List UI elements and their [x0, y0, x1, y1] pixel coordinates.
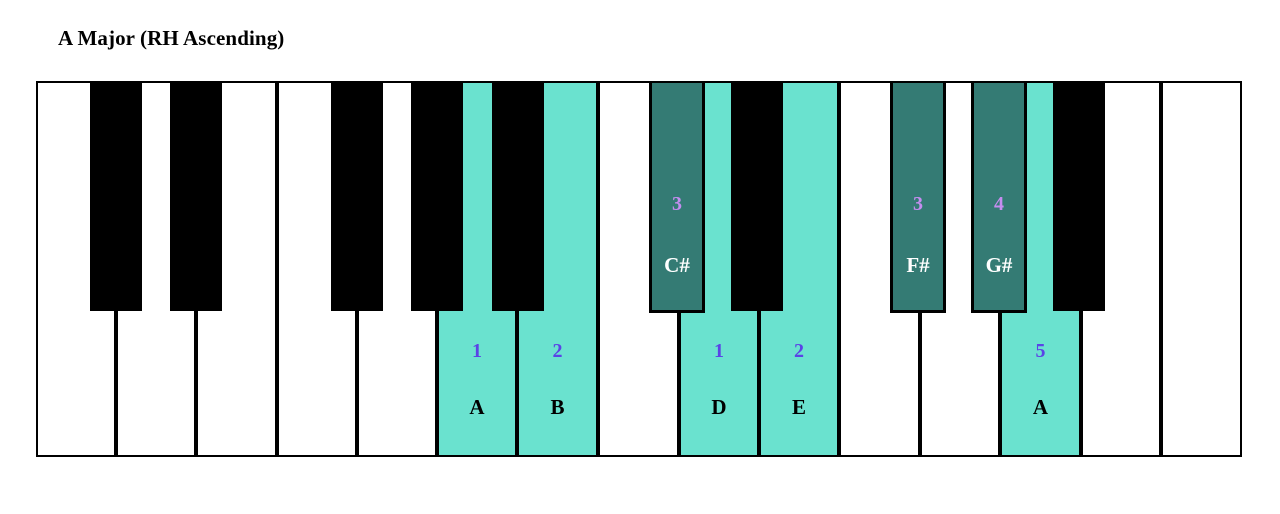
note-label: F#: [906, 253, 930, 277]
note-label: D: [711, 395, 727, 419]
finger-number: 5: [1035, 340, 1046, 362]
finger-number: 2: [794, 340, 804, 362]
note-label: A: [469, 395, 485, 419]
finger-number: 1: [472, 340, 482, 362]
black-key-g-sharp[interactable]: [411, 83, 463, 311]
finger-number: 2: [552, 340, 563, 362]
black-key-a-sharp[interactable]: [492, 83, 544, 311]
note-label: A: [1032, 395, 1049, 419]
black-key-g-sharp-highlighted[interactable]: 4 G#: [971, 83, 1027, 313]
note-label: C#: [664, 253, 690, 277]
black-key-c-sharp-highlighted[interactable]: 3 C#: [649, 83, 705, 313]
white-key-c[interactable]: [1163, 83, 1240, 455]
black-key-f-sharp[interactable]: [331, 83, 383, 311]
black-key-f-sharp-highlighted[interactable]: 3 F#: [890, 83, 946, 313]
black-key-a-sharp[interactable]: [1053, 83, 1105, 311]
page-title: A Major (RH Ascending): [58, 26, 285, 50]
finger-number: 3: [672, 193, 682, 215]
black-key-c-sharp[interactable]: [90, 83, 142, 311]
note-label: B: [550, 395, 565, 419]
note-label: E: [791, 395, 806, 419]
black-key-d-sharp[interactable]: [731, 83, 783, 311]
note-label: G#: [985, 253, 1013, 277]
piano-keyboard: 1 A 2 B 1 D 2 E 5 A 3 C# 3 F# 4 G#: [36, 81, 1242, 457]
black-key-d-sharp[interactable]: [170, 83, 222, 311]
finger-number: 1: [714, 340, 724, 362]
finger-number: 3: [913, 193, 923, 215]
finger-number: 4: [994, 193, 1004, 215]
